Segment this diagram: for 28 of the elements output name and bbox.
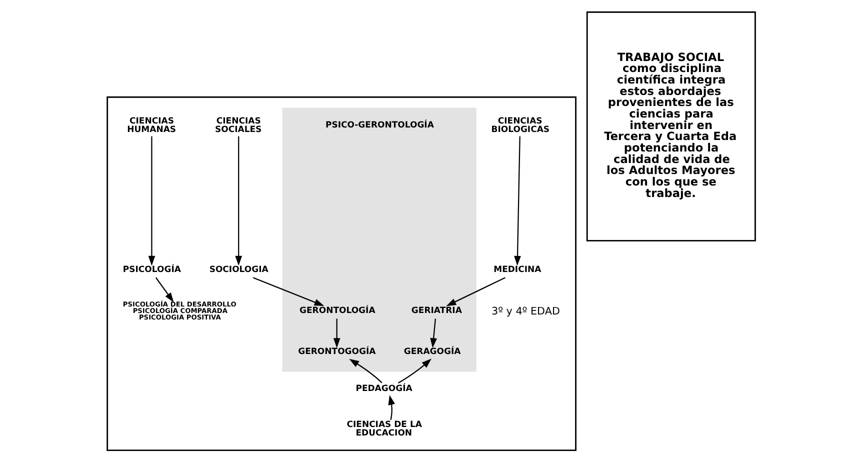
node-text: GERONTOLOGÍA [299,306,375,316]
node-text: PSICO-GERONTOLOGÍA [325,120,434,131]
node-text: PSICOLOGÍA [122,265,180,276]
arrow [446,277,505,306]
arrow [332,318,340,348]
node-text: GERIATRIA [410,306,462,316]
node-box: TRABAJO SOCIAL como disciplina científica integra estos abordajes provenientes de las ciencias para intervenir en Tercera y Cuarta Eda potenciando la calidad de vida de los Adultos Mayores con los que se trabaje. [586,11,756,242]
node-text: GERONTOGOGÍA [298,347,376,358]
node-text: SOCIOLOGIA [208,265,268,276]
cluster [282,108,476,372]
node-text: CIENCIAS BIOLOGICAS [490,116,550,136]
node-text: CIENCIAS DE LA EDUCACION [346,420,422,438]
node-text: GERAGOGÍA [403,347,460,358]
node-text: CIENCIAS HUMANAS [126,116,176,136]
arrow [397,358,432,384]
node-text: CIENCIAS SOCIALES [214,116,262,136]
arrow [154,277,174,302]
arrow [148,136,155,266]
node-text: PEDAGOGÍA [355,384,412,394]
arrow [430,318,436,348]
cluster [106,96,576,452]
label: 3º y 4º EDAD [490,306,560,318]
arrow [348,358,382,384]
arrow [252,277,324,306]
node-text: MEDICINA [493,265,541,276]
arrow [388,395,394,420]
arrow [234,136,242,266]
arrow [514,136,520,266]
